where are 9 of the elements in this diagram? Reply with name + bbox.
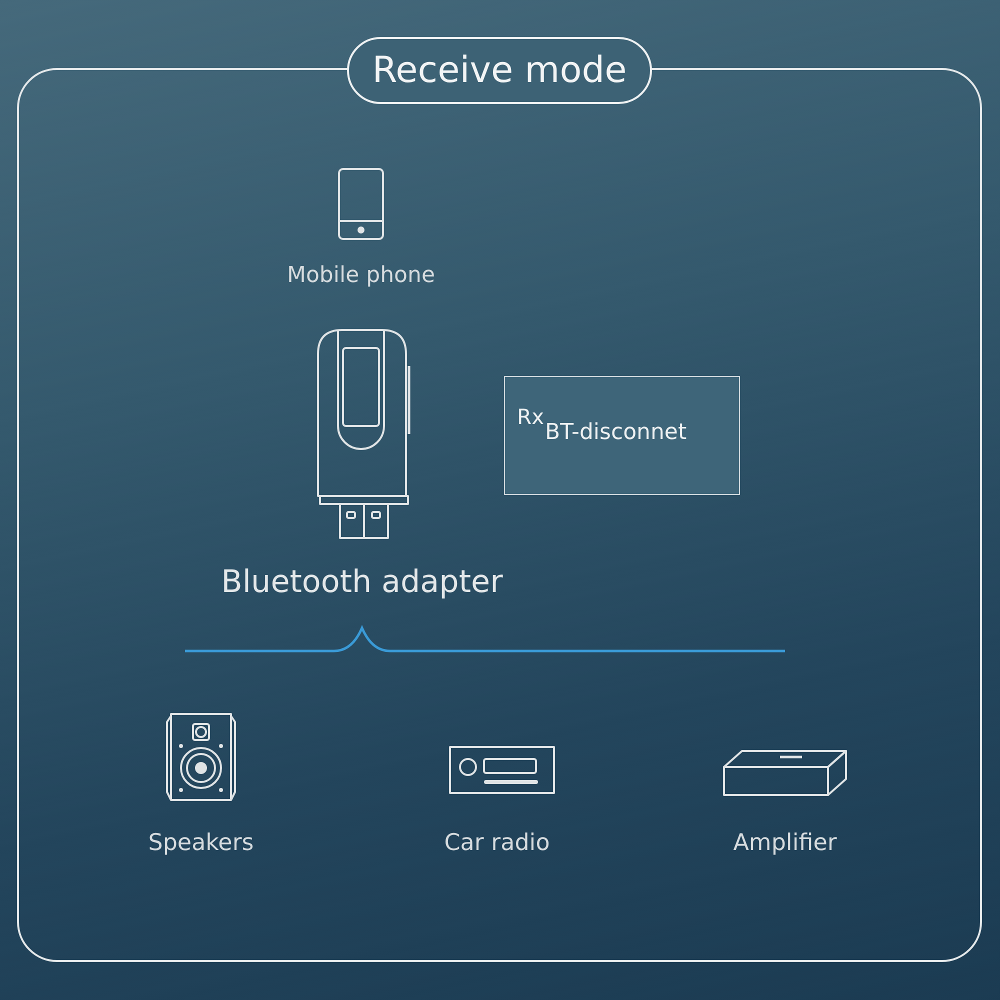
device-caption: Mobile phone	[287, 263, 435, 288]
device-caption: Car radio	[444, 830, 550, 856]
heading-pill: Receive mode	[347, 37, 652, 104]
device-caption: Speakers	[148, 830, 254, 856]
product-caption: Bluetooth adapter	[221, 564, 503, 600]
display-screen	[504, 376, 740, 495]
mode-indicator: Rx	[517, 405, 544, 429]
device-caption: Amplifier	[733, 830, 837, 856]
status-text: BT-disconnet	[545, 420, 687, 445]
